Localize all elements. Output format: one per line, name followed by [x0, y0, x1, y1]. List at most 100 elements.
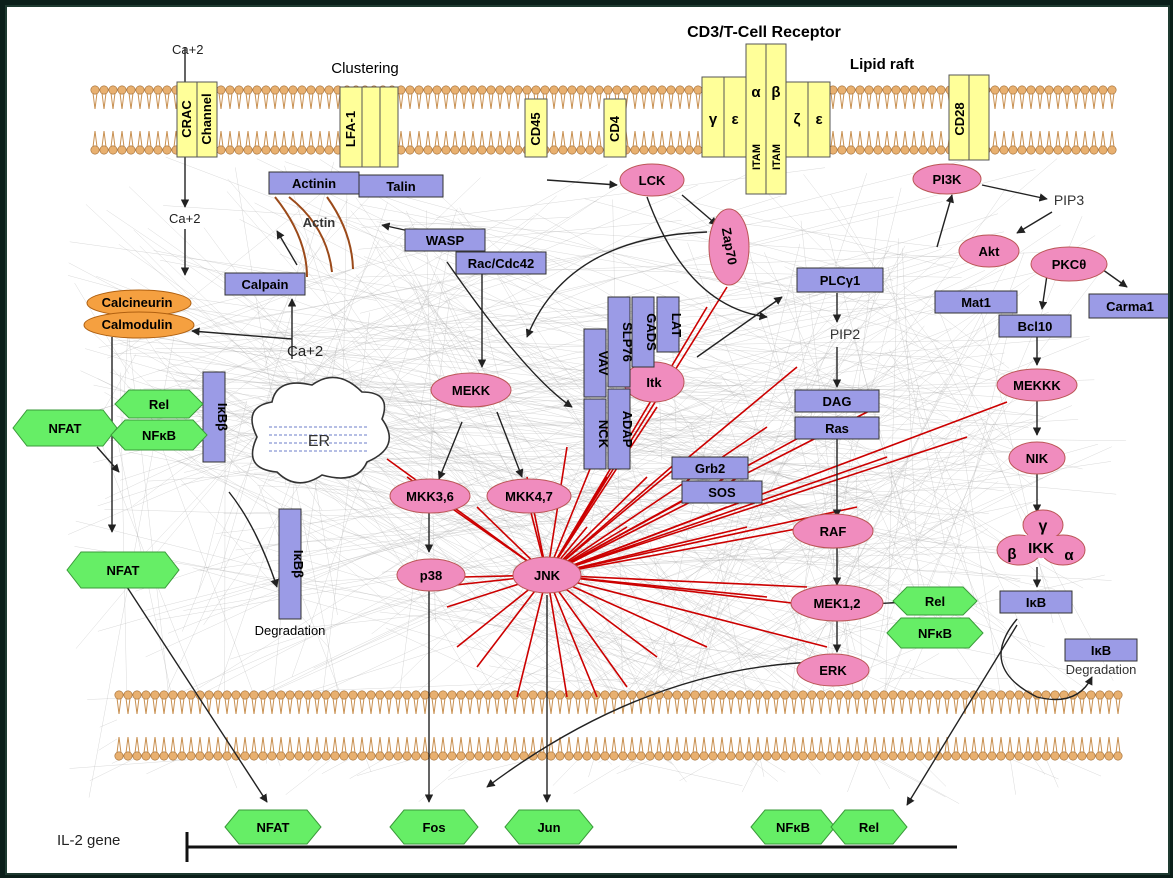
- nfat-mid-tf: NFAT: [107, 563, 140, 578]
- ikk-beta-label: β: [1007, 546, 1016, 563]
- ikb-degradation-label: Degradation: [1066, 662, 1137, 677]
- actinin-box: Actinin: [292, 176, 336, 191]
- channel-label: Channel: [199, 93, 214, 144]
- itk-node: Itk: [646, 375, 662, 390]
- calcium-er-label: Ca+2: [287, 343, 323, 360]
- lck-node: LCK: [639, 173, 666, 188]
- nfkb-bottom-tf: NFκB: [776, 820, 810, 835]
- ikbb-label-2: IκBβ: [291, 550, 306, 578]
- erk-node: ERK: [819, 663, 847, 678]
- ikb2-box: IκB: [1091, 643, 1111, 658]
- dag-box: DAG: [823, 394, 852, 409]
- arrow-lck-to-plcg1: [646, 196, 768, 321]
- cd28-label: CD28: [952, 102, 967, 135]
- bcl10-box: Bcl10: [1018, 319, 1053, 334]
- arrow-calpain-to-actin: [276, 230, 298, 266]
- actin-label: Actin: [303, 215, 336, 230]
- jun-tf: Jun: [537, 820, 560, 835]
- crac-label: CRAC: [179, 100, 194, 138]
- cd45-label: CD45: [528, 112, 543, 145]
- nik-node: NIK: [1026, 451, 1049, 466]
- arrow-mekk-to-mkk36: [437, 421, 463, 480]
- tcr-alpha: α: [751, 84, 761, 101]
- arrow-to-pi3k: [936, 194, 954, 248]
- raf-node: RAF: [820, 524, 847, 539]
- nck-label: NCK: [596, 420, 611, 449]
- diagram-frame: CRAC Channel LFA-1 CD45 CD4 γ ε α β ITAM…: [5, 5, 1170, 875]
- calcineurin-complex: Calcineurin Calmodulin: [83, 289, 195, 339]
- membrane-proteins: CRAC Channel LFA-1 CD45 CD4 γ ε α β ITAM…: [176, 43, 990, 195]
- mekk-node: MEKK: [452, 383, 491, 398]
- mekkk-node: MEKKK: [1013, 378, 1061, 393]
- arrow-pkc-to-bcl10: [1038, 274, 1048, 310]
- il2-gene: IL-2 gene: [57, 832, 957, 862]
- gads-label: GADS: [644, 313, 659, 351]
- signaling-pathway-diagram: CRAC Channel LFA-1 CD45 CD4 γ ε α β ITAM…: [12, 24, 1168, 862]
- nfkb-left-tf: NFκB: [142, 428, 176, 443]
- jnk-interaction-lines: [386, 286, 1008, 698]
- actin-fibers: [274, 196, 354, 278]
- receptor-heading: CD3/T-Cell Receptor: [687, 24, 841, 41]
- zap70-node: Zap70: [719, 226, 740, 266]
- arrow-nfat-translocation: [96, 446, 120, 473]
- pi3k-node: PI3K: [933, 172, 963, 187]
- wasp-box: WASP: [426, 233, 465, 248]
- pkc-node: PKCθ: [1052, 257, 1086, 272]
- talin-box: Talin: [386, 179, 415, 194]
- calmodulin-label: Calmodulin: [102, 317, 173, 332]
- cd3-epsilon: ε: [731, 111, 738, 128]
- rel-left-tf: Rel: [149, 397, 169, 412]
- adaptor-stack: VAV SLP76 GADS LAT NCK ADAP: [583, 296, 684, 470]
- ikk-complex: γ β IKK α: [996, 509, 1086, 566]
- itam-label-1: ITAM: [751, 144, 763, 170]
- jnk-node: JNK: [534, 568, 561, 583]
- calcium-mid-label: Ca+2: [169, 211, 200, 226]
- arrow-pi3k-to-pip3: [981, 184, 1048, 202]
- clustering-heading: Clustering: [331, 60, 399, 77]
- lat-label: LAT: [669, 313, 684, 337]
- arrow-rel-to-nucleus: [906, 624, 1018, 806]
- rac-cdc42-box: Rac/Cdc42: [468, 256, 534, 271]
- fos-tf: Fos: [422, 820, 445, 835]
- lfa1-label: LFA-1: [343, 111, 358, 147]
- calpain-box: Calpain: [242, 277, 289, 292]
- grb2-box: Grb2: [695, 461, 725, 476]
- mkk47-node: MKK4,7: [505, 489, 553, 504]
- mkk36-node: MKK3,6: [406, 489, 454, 504]
- mek12-node: MEK1,2: [814, 596, 861, 611]
- nfat-bottom-tf: NFAT: [257, 820, 290, 835]
- cd3-zeta: ζ: [794, 111, 801, 128]
- slp76-label: SLP76: [620, 322, 635, 362]
- tcr-beta: β: [771, 84, 780, 101]
- nfkb-right-tf: NFκB: [918, 626, 952, 641]
- cd3-gamma: γ: [709, 111, 718, 128]
- arrow-lat-to-plcg1: [696, 296, 783, 358]
- carma1-box: Carma1: [1106, 299, 1154, 314]
- arrow-ca-to-calmodulin: [191, 327, 293, 340]
- ikk-alpha-label: α: [1064, 547, 1074, 564]
- ikk-label: IKK: [1028, 540, 1054, 557]
- ikbb-boxes: IκBβ IκBβ Degradation: [202, 371, 326, 638]
- arrow-lck-to-zap70: [681, 194, 718, 226]
- ikbb-degradation-label: Degradation: [255, 623, 326, 638]
- arrow-ikbb-degradation: [228, 491, 279, 588]
- sos-box: SOS: [708, 485, 736, 500]
- arrow-ikb-degradation: [1000, 618, 1093, 701]
- rel-right-tf: Rel: [925, 594, 945, 609]
- itam-label-2: ITAM: [771, 144, 783, 170]
- arrow-erk-to-nucleus: [486, 661, 818, 788]
- ikk-gamma-label: γ: [1039, 518, 1048, 535]
- arrow-nfat-to-nucleus: [126, 586, 268, 803]
- calcium-top-label: Ca+2: [172, 42, 203, 57]
- cd3-epsilon-2: ε: [815, 111, 822, 128]
- adap-label: ADAP: [620, 411, 635, 448]
- akt-node: Akt: [979, 244, 1001, 259]
- il2-gene-label: IL-2 gene: [57, 832, 120, 849]
- arrow-rac-to-nck: [446, 261, 573, 408]
- rel-bottom-tf: Rel: [859, 820, 879, 835]
- p38-node: p38: [420, 568, 442, 583]
- vav-label: VAV: [596, 351, 611, 376]
- er-label: ER: [308, 433, 330, 450]
